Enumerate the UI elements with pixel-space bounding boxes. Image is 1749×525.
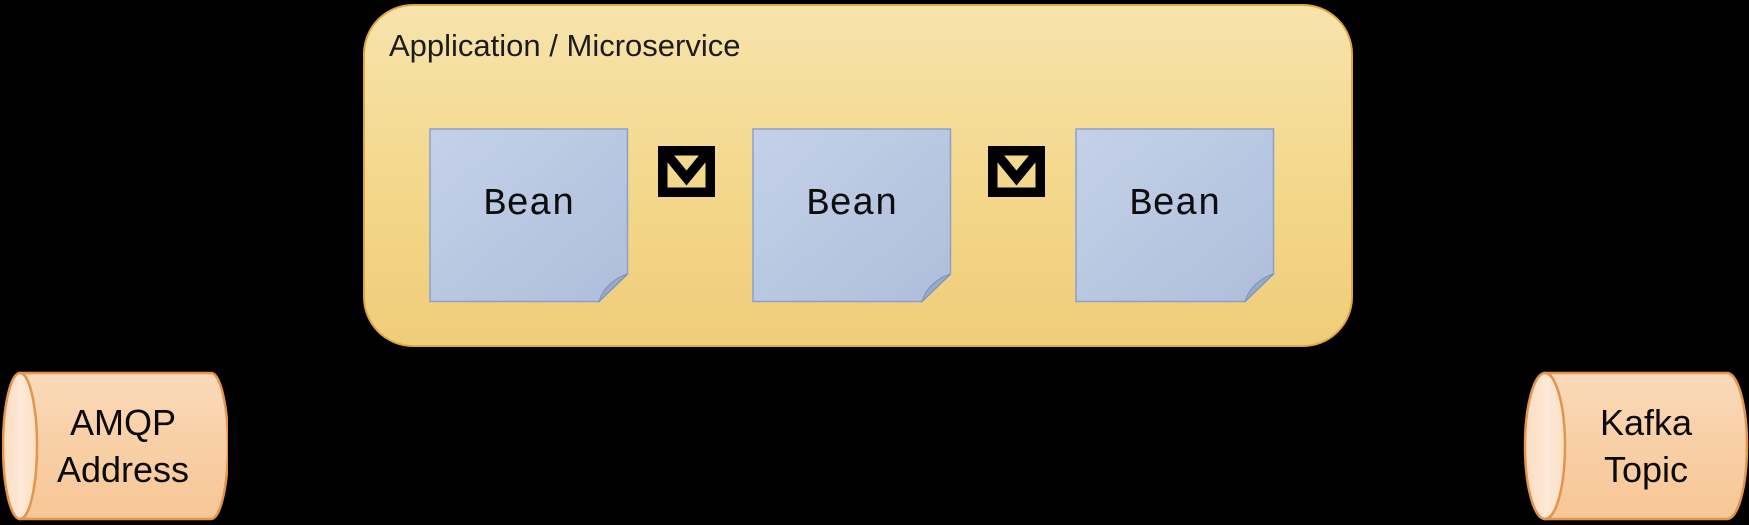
note-shape [752, 128, 952, 303]
bean-node-1: Bean [429, 128, 629, 303]
message-envelope-icon-1 [658, 146, 715, 197]
bean-node-3: Bean [1075, 128, 1275, 303]
folded-corner [921, 273, 951, 303]
note-shape [429, 128, 629, 303]
cylinder-end-cap [2, 371, 39, 521]
application-box-title: Application / Microservice [389, 28, 741, 63]
kafka-label-line1: Kafka [1599, 402, 1693, 443]
bean-label: Bean [806, 182, 898, 226]
folded-corner [598, 273, 628, 303]
kafka-label-line2: Topic [1603, 449, 1689, 490]
amqp-label-line2: Address [56, 449, 190, 490]
kafka-topic-label: Kafka Topic [1546, 372, 1746, 520]
amqp-address-label: AMQP Address [20, 372, 226, 520]
bean-label: Bean [483, 182, 575, 226]
amqp-label-line1: AMQP [69, 402, 176, 443]
message-envelope-icon-2 [988, 146, 1045, 197]
cylinder-end-cap [1523, 371, 1567, 521]
folded-corner [1244, 273, 1274, 303]
bean-label: Bean [1129, 182, 1221, 226]
kafka-topic-cylinder [1523, 371, 1749, 521]
note-shape [1075, 128, 1275, 303]
amqp-address-cylinder [2, 371, 228, 521]
bean-node-2: Bean [752, 128, 952, 303]
